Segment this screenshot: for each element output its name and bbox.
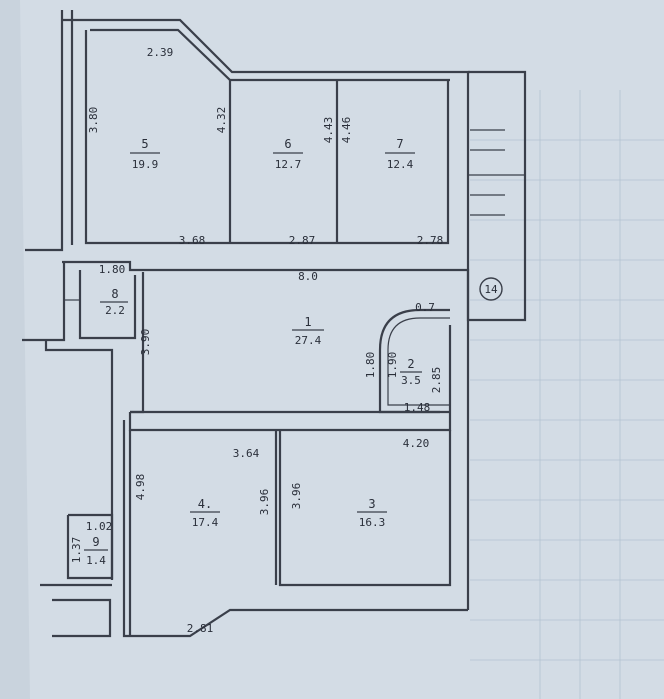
room-9: 9 1.4 bbox=[84, 535, 108, 567]
room-number: 4. bbox=[198, 497, 212, 511]
dimension-label: 4.32 bbox=[215, 107, 228, 134]
dimension-label: 3.68 bbox=[179, 234, 206, 247]
room-4: 4. 17.4 bbox=[190, 497, 220, 529]
dimension-label: 3.64 bbox=[233, 447, 260, 460]
room-8: 8 2.2 bbox=[100, 287, 128, 317]
dimension-label: 1.02 bbox=[86, 520, 113, 533]
dimension-label: 2.39 bbox=[147, 46, 174, 59]
dimension-label: 1.80 bbox=[99, 263, 126, 276]
room-number: 8 bbox=[111, 287, 118, 301]
room-number: 1 bbox=[304, 315, 311, 329]
dimension-labels: 2.39 4.32 4.43 4.46 3.68 2.87 2.78 3.80 … bbox=[70, 46, 443, 635]
dimension-label: 0.7 bbox=[415, 301, 435, 314]
room-2: 2 3.5 bbox=[400, 357, 422, 387]
room-5: 5 19.9 bbox=[130, 137, 160, 171]
dimension-label: 2.85 bbox=[430, 367, 443, 394]
room-7: 7 12.4 bbox=[385, 137, 415, 171]
room-area: 12.4 bbox=[387, 158, 414, 171]
room-area: 16.3 bbox=[359, 516, 386, 529]
room-number: 5 bbox=[141, 137, 148, 151]
room-number: 6 bbox=[284, 137, 291, 151]
dimension-label: 3.96 bbox=[258, 489, 271, 516]
room-area: 3.5 bbox=[401, 374, 421, 387]
room-area: 12.7 bbox=[275, 158, 302, 171]
dimension-label: 4.46 bbox=[340, 117, 353, 144]
dimension-label: 3.80 bbox=[87, 107, 100, 134]
room-area: 1.4 bbox=[86, 554, 106, 567]
room-1: 1 27.4 bbox=[292, 315, 324, 347]
room-number: 7 bbox=[396, 137, 403, 151]
dimension-label: 1.37 bbox=[70, 537, 83, 564]
room-area: 2.2 bbox=[105, 304, 125, 317]
room-number: 3 bbox=[368, 497, 375, 511]
dimension-label: 3.90 bbox=[139, 329, 152, 356]
room-3: 3 16.3 bbox=[357, 497, 387, 529]
dimension-label: 1.80 bbox=[364, 352, 377, 379]
paper-sheet bbox=[20, 0, 664, 699]
dimension-label: 1.90 bbox=[386, 352, 399, 379]
dimension-label: 2.81 bbox=[187, 622, 214, 635]
dimension-label: 4.98 bbox=[134, 474, 147, 501]
dimension-label: 3.96 bbox=[290, 483, 303, 510]
dimension-label: 8.0 bbox=[298, 270, 318, 283]
dimension-label: 2.87 bbox=[289, 234, 316, 247]
room-area: 17.4 bbox=[192, 516, 219, 529]
dimension-label: 2.78 bbox=[417, 234, 444, 247]
position-marker: 14 bbox=[479, 277, 503, 301]
room-area: 19.9 bbox=[132, 158, 159, 171]
walls bbox=[22, 10, 527, 638]
marker-label: 14 bbox=[484, 283, 498, 296]
room-number: 2 bbox=[407, 357, 414, 371]
room-number: 9 bbox=[92, 535, 99, 549]
dimension-label: 4.20 bbox=[403, 437, 430, 450]
dimension-label: 1.48 bbox=[404, 401, 431, 414]
dimension-label: 4.43 bbox=[322, 117, 335, 144]
background-grid bbox=[470, 90, 664, 699]
room-6: 6 12.7 bbox=[273, 137, 303, 171]
room-area: 27.4 bbox=[295, 334, 322, 347]
